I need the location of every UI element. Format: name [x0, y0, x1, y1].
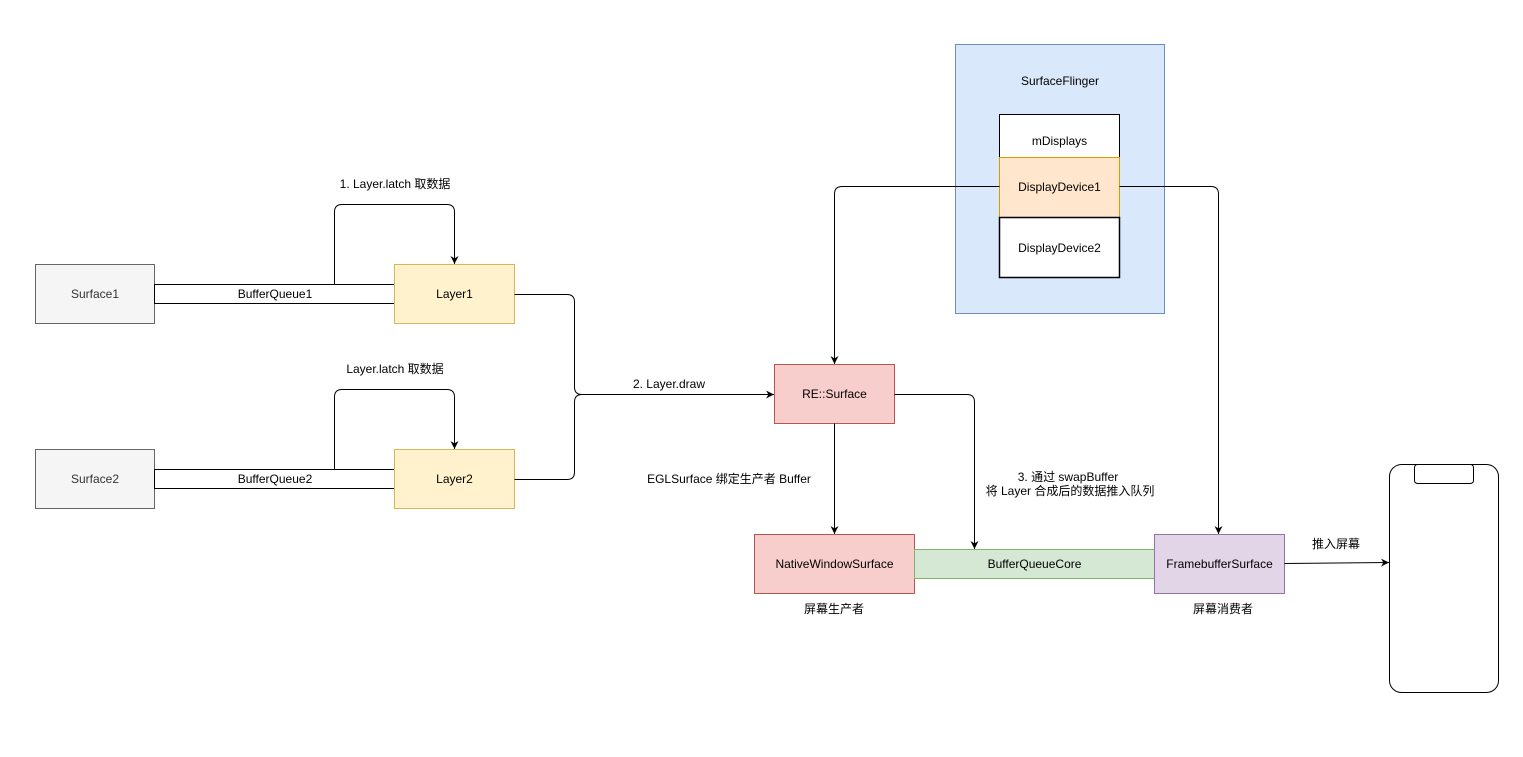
latch1-label: 1. Layer.latch 取数据 [340, 176, 451, 191]
native-window-surface-box [754, 534, 915, 594]
surface2-box [35, 449, 155, 509]
phone-notch [1414, 464, 1474, 484]
layer1-node: Layer1 [394, 264, 515, 324]
display-device1-label: DisplayDevice1 [1018, 180, 1101, 194]
buffer-queue2-label: BufferQueue2 [238, 472, 313, 486]
surface2-label: Surface2 [71, 472, 119, 486]
edge-latch2-loop [334, 389, 459, 469]
layer2-box [394, 449, 515, 509]
display-device1-box [999, 157, 1120, 218]
layer1-label: Layer1 [436, 287, 473, 301]
buffer-queue-core-node: BufferQueueCore [914, 549, 1155, 579]
buffer-queue1-node: BufferQueue1 [154, 284, 395, 304]
edge-display-device1-to-framebuffer [1119, 186, 1223, 534]
layer2-label: Layer2 [436, 472, 473, 486]
surface1-box [35, 264, 155, 324]
buffer-queue2-node: BufferQueue2 [154, 469, 395, 489]
swap-label-line1: 3. 通过 swapBuffer [1018, 470, 1119, 484]
buffer-queue-core-box [914, 549, 1155, 579]
edge-latch1-loop [334, 204, 459, 284]
edge-framebuffer-to-phone [1284, 558, 1390, 567]
framebuffer-surface-node: FramebufferSurface [1154, 534, 1285, 594]
framebuffer-surface-label: FramebufferSurface [1166, 557, 1273, 571]
edge-re-surface-to-buffer-queue-core [894, 394, 979, 549]
m-displays-label: mDisplays [1032, 134, 1087, 148]
framebuffer-surface-box [1154, 534, 1285, 594]
latch2-label: Layer.latch 取数据 [346, 361, 443, 376]
display-device2-label: DisplayDevice2 [1018, 241, 1101, 255]
swap-label-line2: 将 Layer 合成后的数据推入队列 [986, 483, 1155, 498]
native-window-surface-label: NativeWindowSurface [775, 557, 893, 571]
display-device2-node: DisplayDevice2 [998, 216, 1121, 279]
m-displays-node: mDisplays [999, 114, 1120, 158]
edge-display-device1-to-re-surface [830, 186, 1000, 364]
push-screen-label: 推入屏幕 [1312, 537, 1360, 551]
surface1-label: Surface1 [71, 287, 119, 301]
phone-screen [1389, 464, 1499, 693]
re-surface-node: RE::Surface [774, 364, 895, 424]
phone-body [1389, 464, 1499, 693]
display-device2-box [998, 216, 1121, 279]
edge-layer1-to-re-surface [514, 294, 774, 399]
layer2-node: Layer2 [394, 449, 515, 509]
display-device1-node: DisplayDevice1 [999, 157, 1120, 218]
consumer-label: 屏幕消费者 [1193, 602, 1253, 616]
buffer-queue1-label: BufferQueue1 [238, 287, 313, 301]
layer1-box [394, 264, 515, 324]
draw-label: 2. Layer.draw [633, 377, 705, 391]
buffer-queue-core-label: BufferQueueCore [988, 557, 1082, 571]
re-surface-label: RE::Surface [802, 387, 867, 401]
native-window-surface-node: NativeWindowSurface [754, 534, 915, 594]
egl-label: EGLSurface 绑定生产者 Buffer [647, 471, 811, 486]
producer-label: 屏幕生产者 [804, 602, 864, 616]
edge-layer2-to-re-surface [514, 394, 583, 480]
surface-flinger-label: SurfaceFlinger [1021, 74, 1099, 88]
surface2-node: Surface2 [35, 449, 155, 509]
surface1-node: Surface1 [35, 264, 155, 324]
